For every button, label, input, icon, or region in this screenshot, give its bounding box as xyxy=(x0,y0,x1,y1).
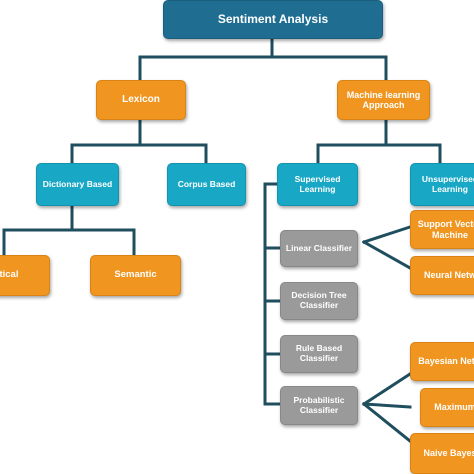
node-linear-classifier: Linear Classifier xyxy=(280,230,358,267)
node-label: Neural Netw xyxy=(423,270,474,281)
connector-supervised xyxy=(263,182,282,406)
node-naive-bayes: Naive Bayes xyxy=(410,433,474,474)
node-label: Unsupervised Learning xyxy=(421,173,474,194)
node-maximum-entropy: Maximum xyxy=(420,388,474,427)
node-support-vector-machine: Support Vector Machine xyxy=(410,210,474,249)
node-label: Supervised Learning xyxy=(294,173,341,194)
node-decision-tree-classifier: Decision Tree Classifier xyxy=(280,282,358,320)
connector-ml xyxy=(316,118,442,165)
node-label: Decision Tree Classifier xyxy=(291,290,347,310)
node-lexicon: Lexicon xyxy=(96,80,186,120)
node-semantic: Semantic xyxy=(90,255,181,296)
node-label: Bayesian Netw xyxy=(418,356,474,367)
connector-probabilistic xyxy=(361,371,413,444)
node-machine-learning-approach: Machine learning Approach xyxy=(337,80,430,120)
node-label: Corpus Based xyxy=(177,178,236,189)
node-unsupervised-learning: Unsupervised Learning xyxy=(410,163,474,206)
connector-root xyxy=(138,38,388,82)
node-label: Rule Based Classifier xyxy=(295,343,343,363)
node-neural-network: Neural Netw xyxy=(410,256,474,295)
node-label: Maximum xyxy=(434,402,474,413)
node-label: Machine learning Approach xyxy=(346,89,421,110)
node-corpus-based: Corpus Based xyxy=(167,163,246,206)
node-label: Probabilistic Classifier xyxy=(293,394,345,415)
node-label: Naive Bayes xyxy=(423,448,474,459)
node-label: istical xyxy=(0,269,19,281)
connector-dictionary xyxy=(2,204,136,257)
node-statistical: istical xyxy=(0,255,50,296)
node-dictionary-based: Dictionary Based xyxy=(36,163,119,206)
node-supervised-learning: Supervised Learning xyxy=(277,163,358,206)
node-label: Dictionary Based xyxy=(42,178,113,189)
connector-lexicon xyxy=(70,118,208,165)
node-bayesian-network: Bayesian Netw xyxy=(410,342,474,381)
node-sentiment-analysis: Sentiment Analysis xyxy=(163,0,383,39)
node-label: Support Vector Machine xyxy=(417,219,474,240)
connector-linear xyxy=(361,225,413,271)
node-label: Semantic xyxy=(114,269,157,281)
node-probabilistic-classifier: Probabilistic Classifier xyxy=(280,386,358,425)
node-label: Linear Classifier xyxy=(285,242,353,253)
node-label: Lexicon xyxy=(122,94,160,106)
node-label: Sentiment Analysis xyxy=(217,11,329,26)
node-rule-based-classifier: Rule Based Classifier xyxy=(280,335,358,373)
